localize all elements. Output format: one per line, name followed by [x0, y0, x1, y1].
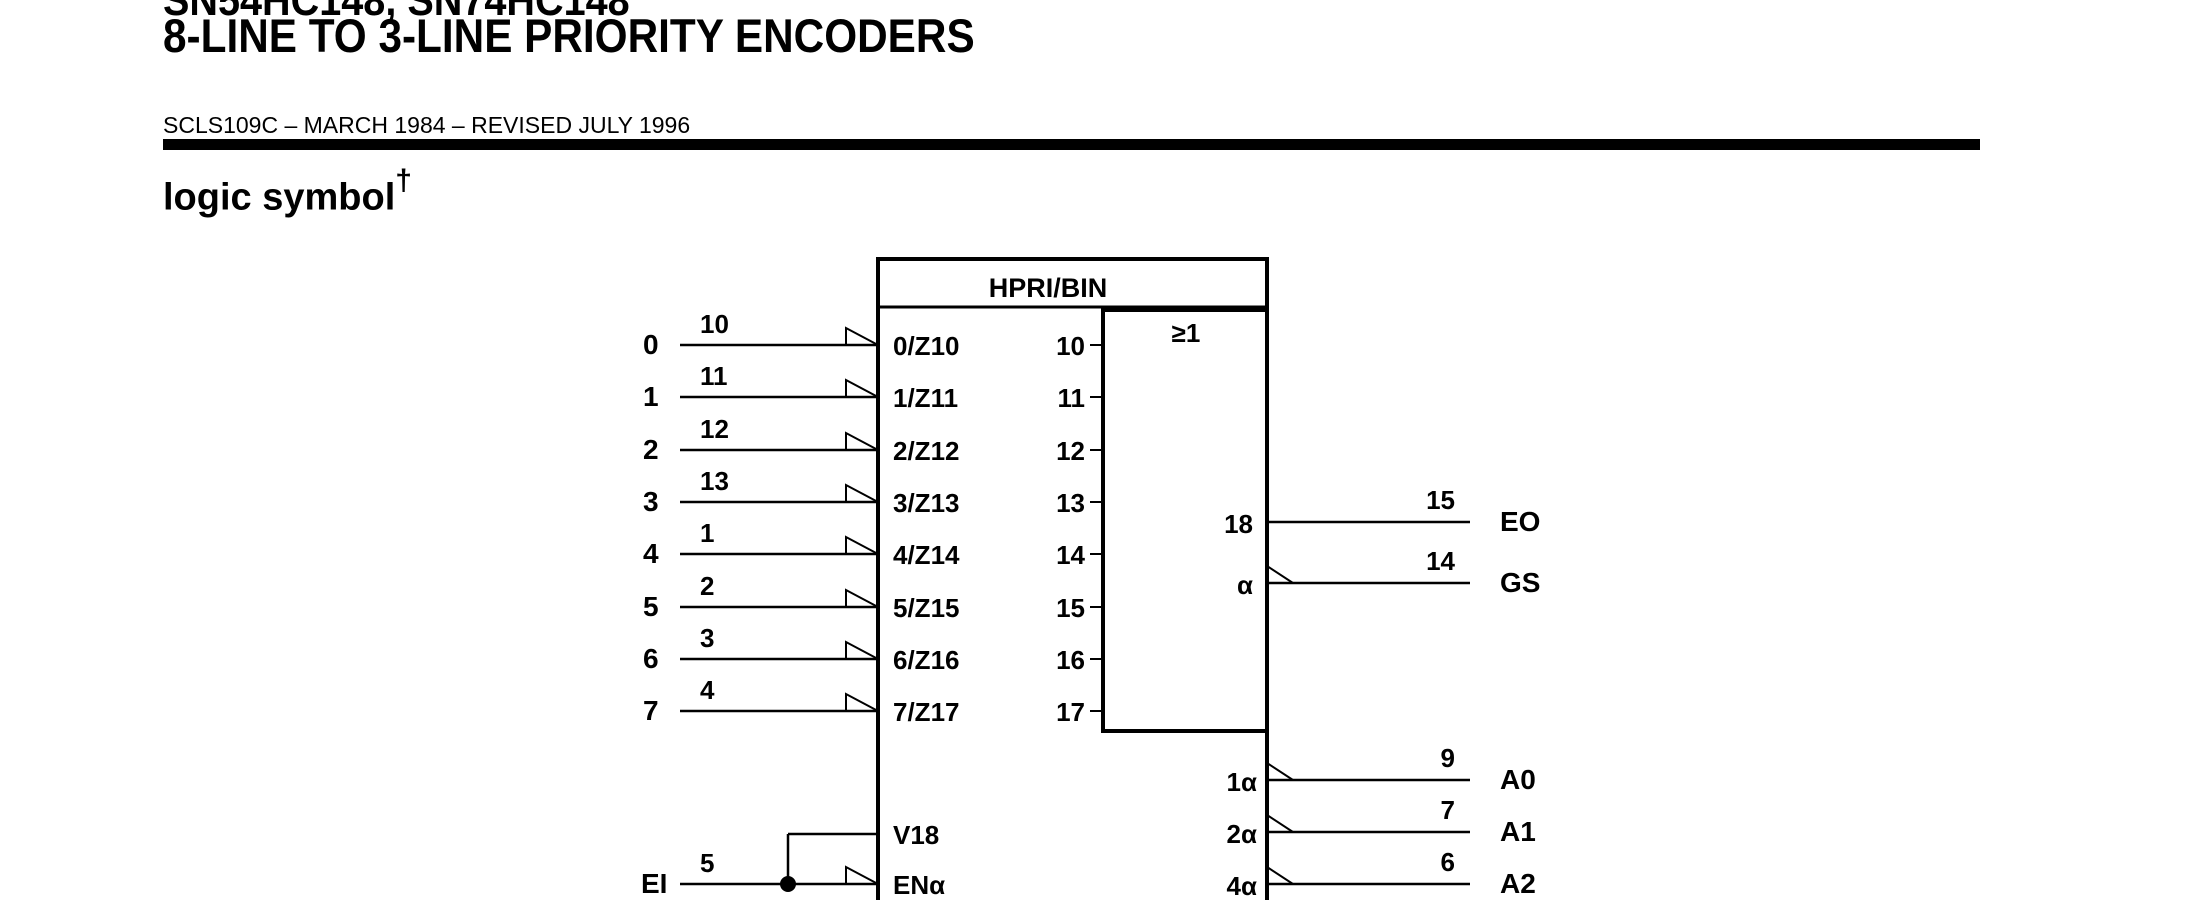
footnote-mark: † [395, 164, 412, 197]
input-signal-label: 5 [643, 591, 659, 622]
input-function-label: 3/Z13 [893, 488, 960, 518]
output-function-label: 1α [1227, 767, 1257, 797]
input-signal-label: 3 [643, 486, 659, 517]
polarity-indicator [845, 378, 879, 398]
input-function-label: 7/Z17 [893, 697, 960, 727]
diagram-frame [876, 257, 1269, 900]
input-pin-number: 3 [700, 623, 714, 653]
input-signal-label: 1 [643, 381, 659, 412]
output-pin-number: 6 [1441, 847, 1455, 877]
section-heading: logic symbol† [163, 164, 412, 220]
input-pin-number: 13 [700, 466, 729, 496]
or-input-number: 17 [1056, 697, 1085, 727]
header-rule [163, 139, 1980, 150]
output-pin-number: 15 [1426, 485, 1455, 515]
or-input-number: 16 [1056, 645, 1085, 675]
input-signal-label: 0 [643, 329, 659, 360]
output-polarity-indicator [1266, 814, 1297, 833]
output-function-label: 18 [1224, 509, 1253, 539]
output-pin-number: 14 [1426, 546, 1455, 576]
polarity-indicator [845, 692, 879, 712]
main-block-outline [876, 257, 1269, 900]
output-polarity-indicator [1266, 565, 1297, 584]
output-function-label: 4α [1227, 871, 1257, 900]
input-function-label: 6/Z16 [893, 645, 960, 675]
or-input-number: 11 [1058, 383, 1086, 413]
v18-label: V18 [893, 820, 939, 850]
or-input-number: 10 [1056, 331, 1085, 361]
output-pin-number: 7 [1441, 795, 1455, 825]
output-function-label: 2α [1227, 819, 1257, 849]
enable-polarity-indicator [845, 865, 879, 885]
polarity-indicator [845, 588, 879, 608]
enable-function-label: ENα [893, 870, 945, 900]
input-signal-label: 4 [643, 538, 659, 569]
polarity-indicator [845, 483, 879, 503]
input-function-label: 5/Z15 [893, 593, 960, 623]
page-title: 8-LINE TO 3-LINE PRIORITY ENCODERS [163, 9, 975, 62]
or-input-number: 15 [1056, 593, 1085, 623]
polarity-indicator [845, 326, 879, 346]
block-label: HPRI/BIN [989, 273, 1108, 303]
polarity-indicator [845, 640, 879, 660]
or-label: ≥1 [1172, 318, 1201, 348]
polarity-indicator [845, 431, 879, 451]
output-polarity-indicator [1266, 762, 1297, 781]
document-id: SCLS109C – MARCH 1984 – REVISED JULY 199… [163, 112, 691, 138]
or-input-number: 12 [1056, 436, 1085, 466]
input-function-label: 4/Z14 [893, 540, 960, 570]
input-function-label: 2/Z12 [893, 436, 960, 466]
input-pin-number: 1 [700, 518, 714, 548]
input-signal-label: 7 [643, 695, 659, 726]
input-pin-number: 2 [700, 571, 714, 601]
polarity-indicator [845, 535, 879, 555]
page-title-partial: SN54HC148, SN74HC148 [163, 0, 630, 25]
output-pin-number: 9 [1441, 743, 1455, 773]
input-pin-number: 11 [700, 361, 728, 391]
enable-pin-number: 5 [700, 848, 714, 878]
output-signal-label: GS [1500, 567, 1540, 598]
input-signal-label: 6 [643, 643, 659, 674]
output-signal-label: A1 [1500, 816, 1536, 847]
input-pin-number: 10 [700, 309, 729, 339]
output-polarity-indicator [1266, 866, 1297, 885]
or-block-outline [1101, 308, 1267, 733]
input-pin-number: 4 [700, 675, 715, 705]
output-signal-label: A2 [1500, 868, 1536, 899]
or-input-number: 14 [1056, 540, 1085, 570]
output-signal-label: EO [1500, 506, 1540, 537]
or-input-number: 13 [1056, 488, 1085, 518]
output-signal-label: A0 [1500, 764, 1536, 795]
section-heading-text: logic symbol [163, 176, 396, 219]
enable-signal-label: EI [641, 868, 667, 899]
input-function-label: 0/Z10 [893, 331, 960, 361]
output-function-label: α [1237, 570, 1253, 600]
input-function-label: 1/Z11 [893, 383, 958, 413]
input-pin-number: 12 [700, 414, 729, 444]
junction-dot [780, 876, 796, 892]
input-signal-label: 2 [643, 434, 659, 465]
